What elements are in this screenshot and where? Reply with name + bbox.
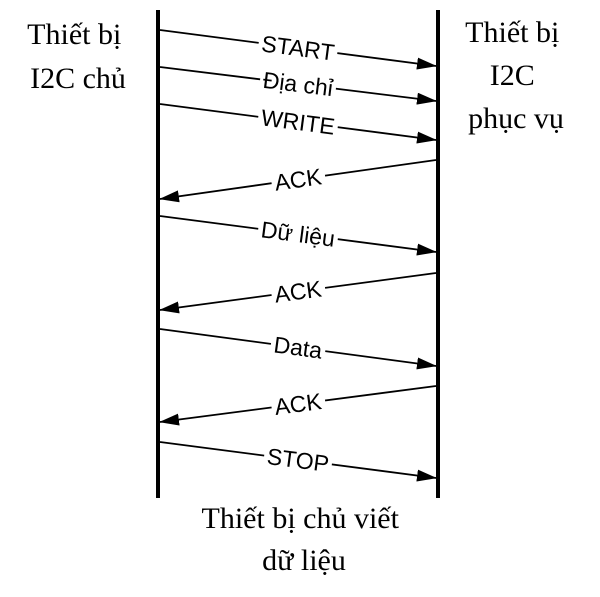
caption-line-1: Thiết bị chủ viết xyxy=(202,502,400,535)
slave-label: Thiết bị I2C phục vụ xyxy=(465,16,567,135)
message-label-6: ACK xyxy=(269,275,327,308)
master-label: Thiết bị I2C chủ xyxy=(27,18,129,95)
message-label-background-5 xyxy=(256,216,340,252)
slave-label-line-2: I2C xyxy=(490,59,535,92)
message-label-background-1 xyxy=(257,30,339,66)
message-label-text-8: ACK xyxy=(273,388,324,420)
caption-line-2: dữ liệu xyxy=(262,544,346,577)
slave-label-line-3: phục vụ xyxy=(468,102,564,135)
message-label-5: Dữ liệu xyxy=(256,216,340,252)
message-label-text-3: WRITE xyxy=(260,104,337,139)
message-label-3: WRITE xyxy=(256,104,340,140)
message-label-background-4 xyxy=(269,163,327,196)
diagram-caption: Thiết bị chủ viết dữ liệu xyxy=(202,502,407,577)
message-label-1: START xyxy=(257,30,339,66)
message-label-background-8 xyxy=(270,388,327,420)
message-label-7: Data xyxy=(269,331,327,364)
message-label-9: STOP xyxy=(262,443,334,477)
master-label-line-1: Thiết bị xyxy=(27,18,121,51)
message-label-4: ACK xyxy=(269,163,327,196)
message-label-text-1: START xyxy=(260,30,336,65)
slave-label-line-1: Thiết bị xyxy=(465,16,559,49)
message-label-2: Địa chỉ xyxy=(258,67,338,101)
message-label-background-6 xyxy=(269,275,327,307)
master-label-line-2: I2C chủ xyxy=(30,62,126,95)
message-label-8: ACK xyxy=(270,388,327,420)
message-label-text-7: Data xyxy=(272,331,324,363)
message-label-text-5: Dữ liệu xyxy=(260,216,337,251)
message-label-text-9: STOP xyxy=(265,443,330,477)
message-label-background-2 xyxy=(258,67,338,101)
message-label-text-2: Địa chỉ xyxy=(262,67,335,101)
message-label-background-3 xyxy=(256,104,340,140)
message-label-text-4: ACK xyxy=(273,163,324,195)
message-label-background-9 xyxy=(262,443,334,477)
message-label-text-6: ACK xyxy=(273,275,324,307)
message-label-background-7 xyxy=(269,331,327,364)
